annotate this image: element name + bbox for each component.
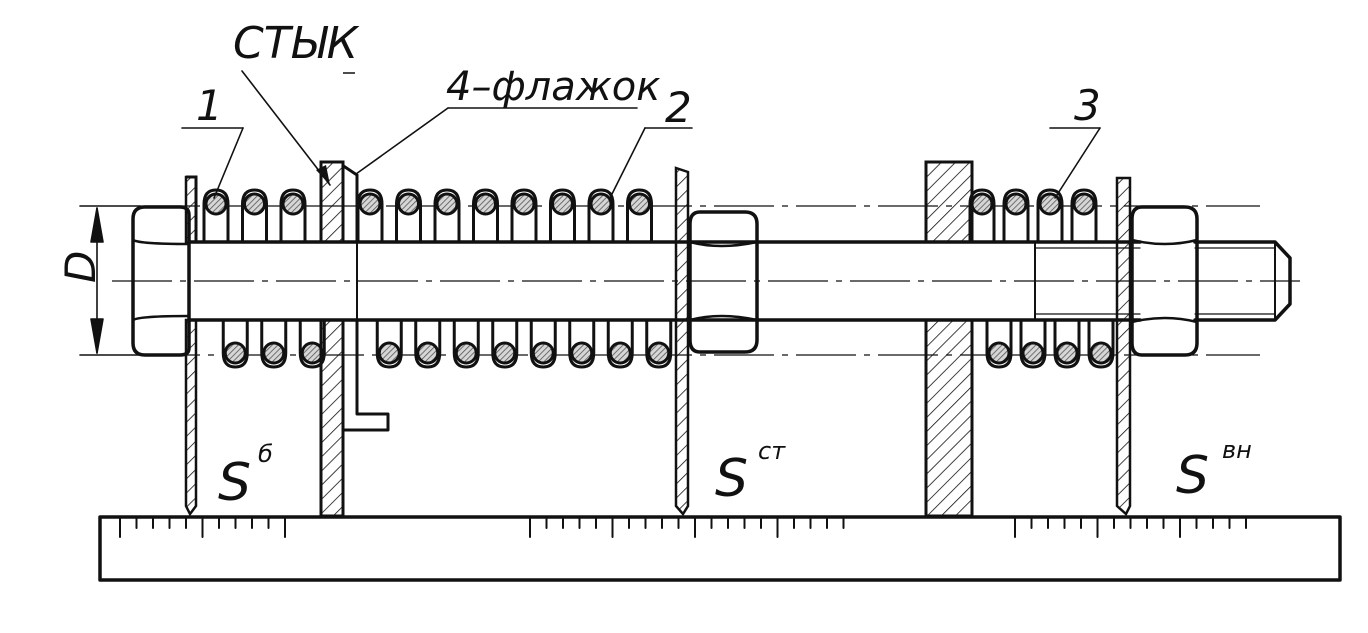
coil-loop [587, 188, 615, 244]
coil-section [243, 192, 266, 216]
label-s-vn-sup: вн [1222, 436, 1252, 464]
coil-section [1072, 192, 1096, 216]
plate-joint [319, 160, 359, 518]
coil-section [204, 192, 228, 216]
coil-section [493, 341, 517, 365]
coil-loop [414, 318, 442, 369]
coil-section [454, 341, 478, 365]
coil-loop [452, 318, 480, 369]
coil-loop [221, 318, 249, 369]
coil-loop [985, 318, 1013, 369]
coil-loop [241, 188, 268, 244]
coil-section [570, 341, 594, 365]
coil-loop [1053, 318, 1081, 369]
coil-loop [510, 188, 538, 244]
coil-section [262, 341, 286, 365]
coil-loop [645, 318, 673, 369]
coil-section [512, 192, 536, 216]
dimension-d [79, 205, 141, 356]
coil-loop [433, 188, 461, 244]
coil-loop [606, 318, 634, 369]
coil-section [1004, 192, 1028, 216]
coil-loop [472, 188, 499, 244]
coil-section [358, 192, 382, 216]
coil-section [589, 192, 613, 216]
leader-lines [181, 70, 1101, 199]
label-s-vn: S [1176, 446, 1209, 506]
coil-section [223, 341, 247, 365]
coil-section [551, 192, 574, 216]
plate-middle [674, 166, 690, 517]
coil-loop [568, 318, 596, 369]
ruler-ticks [119, 516, 1247, 538]
label-1: 1 [196, 81, 223, 130]
coil-loop [1036, 188, 1064, 244]
coil-loop [626, 188, 653, 244]
coil-section [628, 192, 651, 216]
label-s-b-sup: б [258, 440, 273, 468]
coil-loop [1087, 318, 1115, 369]
coil-section [474, 192, 497, 216]
coil-section [1089, 341, 1113, 365]
coil-section [608, 341, 632, 365]
coil-loop [202, 188, 230, 244]
coil-section [377, 341, 401, 365]
label-s-st: S [715, 449, 748, 509]
coil-loop [260, 318, 288, 369]
nut-middle [688, 210, 759, 354]
coil-section [1038, 192, 1062, 216]
coil-section [1055, 341, 1079, 365]
coil-section [647, 341, 671, 365]
label-stык: СТЫК [233, 18, 360, 69]
coil-loop [529, 318, 557, 369]
coil-section [281, 192, 305, 216]
label-2: 2 [665, 83, 692, 132]
coil-loop [1002, 188, 1030, 244]
coil-loop [491, 318, 519, 369]
label-3: 3 [1074, 81, 1101, 130]
label-flag: 4–флажок [446, 64, 660, 110]
coil-loop [279, 188, 307, 244]
coil-section [970, 192, 994, 216]
plate-left [184, 175, 198, 517]
plate-right [1115, 176, 1132, 517]
stык-arrow [316, 165, 330, 185]
coil-loop [375, 318, 403, 369]
base-ruler [98, 515, 1342, 582]
nut-right [1130, 205, 1199, 357]
flag [341, 241, 390, 432]
coil-loop [395, 188, 422, 244]
dimension-d-label: D [56, 251, 105, 283]
plate-thick [924, 160, 974, 518]
rod [188, 240, 1292, 322]
coil-section [987, 341, 1011, 365]
coil-loop [1070, 188, 1098, 244]
coil-loop [1019, 318, 1047, 369]
coil-section [397, 192, 420, 216]
coil-loop [549, 188, 576, 244]
label-s-st-sup: ст [758, 437, 786, 465]
coil-section [435, 192, 459, 216]
coil-section [300, 341, 324, 365]
coil-section [531, 341, 555, 365]
coil-section [416, 341, 440, 365]
coil-loop [356, 188, 384, 244]
coil-section [1021, 341, 1045, 365]
label-s-b: S [218, 453, 251, 513]
